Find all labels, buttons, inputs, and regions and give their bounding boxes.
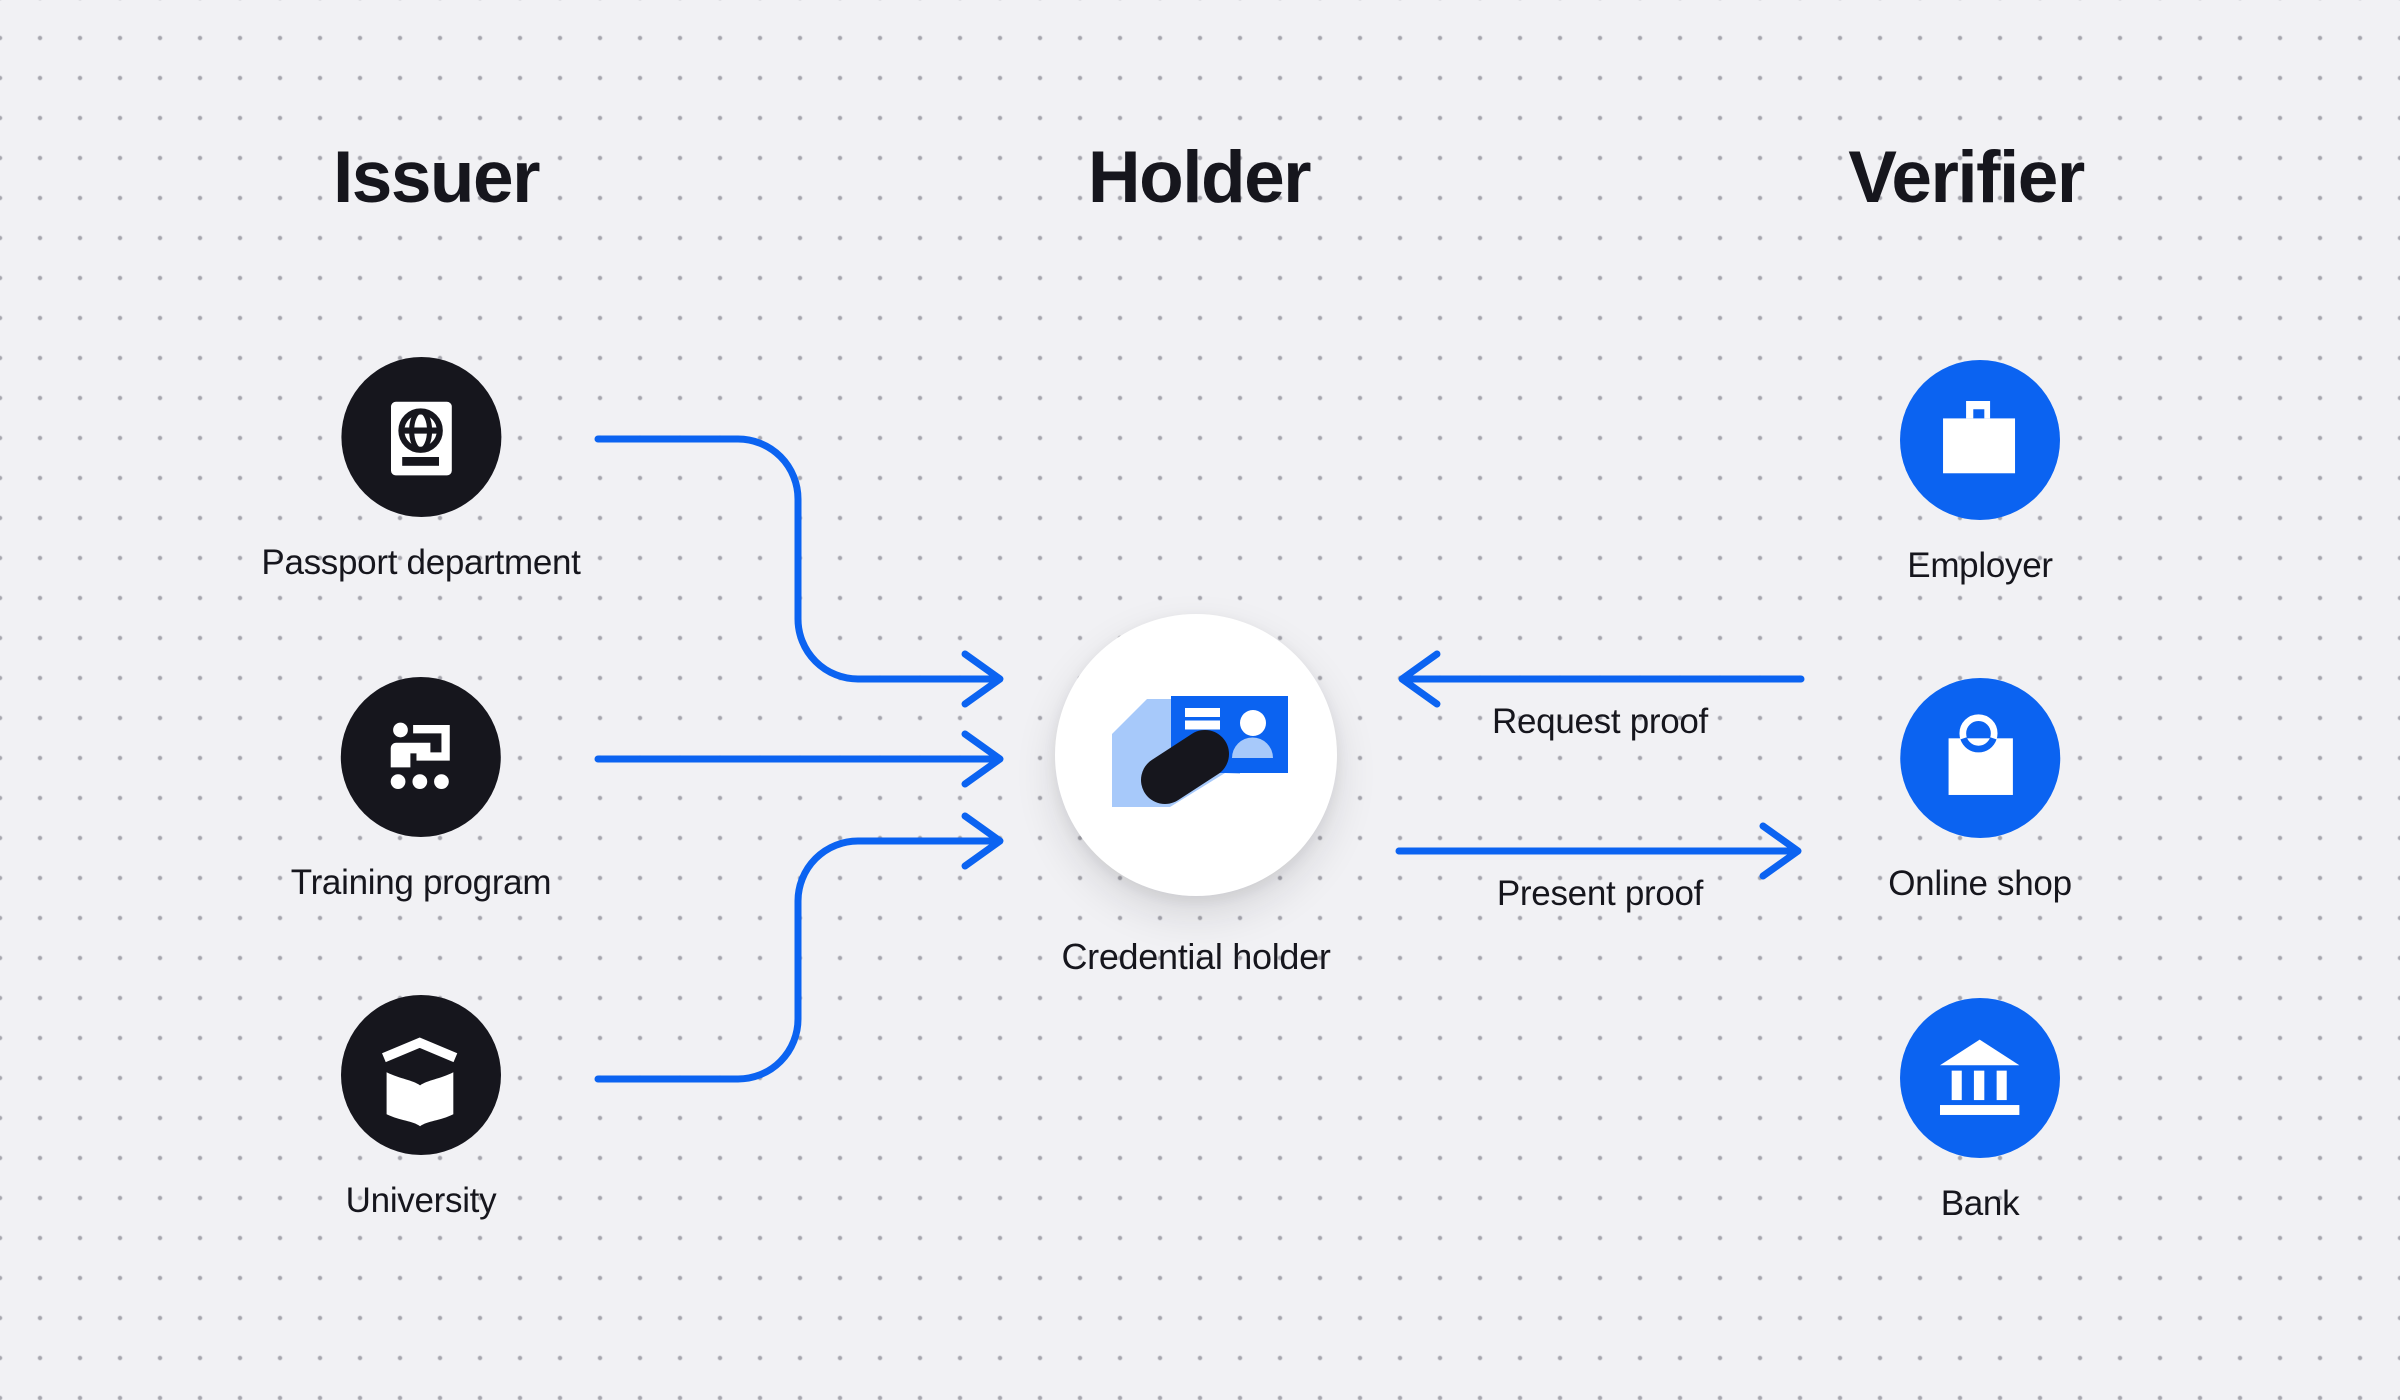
passport-icon — [390, 401, 452, 476]
verifier-node-bank: Bank — [1900, 998, 2060, 1224]
node-label: Passport department — [261, 543, 581, 582]
arrowhead-right-icon — [961, 730, 1004, 788]
passport-department-circle — [340, 357, 501, 517]
credential-holder-circle — [1055, 614, 1337, 896]
arrowhead-right-icon — [1759, 822, 1802, 880]
arrow-request-proof — [1398, 650, 1805, 708]
arrow-present-proof — [1395, 822, 1802, 880]
training-presentation-icon — [390, 722, 450, 789]
arrow-university-to-holder — [594, 812, 1004, 1083]
arrow-training-to-holder — [594, 730, 1004, 788]
node-label: University — [345, 1181, 497, 1220]
arrowhead-left-icon — [1398, 650, 1441, 708]
issuer-node-university: University — [341, 995, 501, 1221]
holder-node-credential-holder: Credential holder — [1055, 614, 1337, 978]
employer-circle — [1900, 360, 2060, 520]
node-label: Training program — [290, 863, 552, 902]
issuer-node-passport-department: Passport department — [261, 357, 581, 583]
training-program-circle — [341, 677, 501, 837]
verifier-node-online-shop: Online shop — [1888, 678, 2072, 904]
column-heading-issuer: Issuer — [332, 137, 541, 218]
verifier-node-employer: Employer — [1900, 360, 2060, 586]
flow-label-present-proof: Present proof — [1496, 874, 1704, 913]
column-heading-verifier: Verifier — [1848, 137, 2085, 218]
flow-label-request-proof: Request proof — [1492, 702, 1708, 741]
bank-circle — [1900, 998, 2060, 1158]
node-label: Credential holder — [1061, 936, 1331, 977]
briefcase-icon — [1943, 400, 2016, 474]
arrowhead-right-icon — [961, 650, 1004, 708]
university-circle — [341, 995, 501, 1155]
bank-icon — [1940, 1039, 2020, 1115]
arrow-passport-to-holder — [594, 435, 1004, 708]
node-label: Employer — [1907, 546, 2053, 585]
online-shop-circle — [1900, 678, 2060, 838]
issuer-node-training-program: Training program — [290, 677, 552, 903]
node-label: Bank — [1940, 1184, 2020, 1223]
id-card-in-hand-icon — [1112, 696, 1288, 807]
shopping-bag-icon — [1948, 714, 2013, 795]
arrowhead-right-icon — [961, 812, 1004, 870]
column-heading-holder: Holder — [1087, 137, 1312, 218]
node-label: Online shop — [1888, 864, 2072, 903]
graduation-book-icon — [382, 1037, 458, 1127]
